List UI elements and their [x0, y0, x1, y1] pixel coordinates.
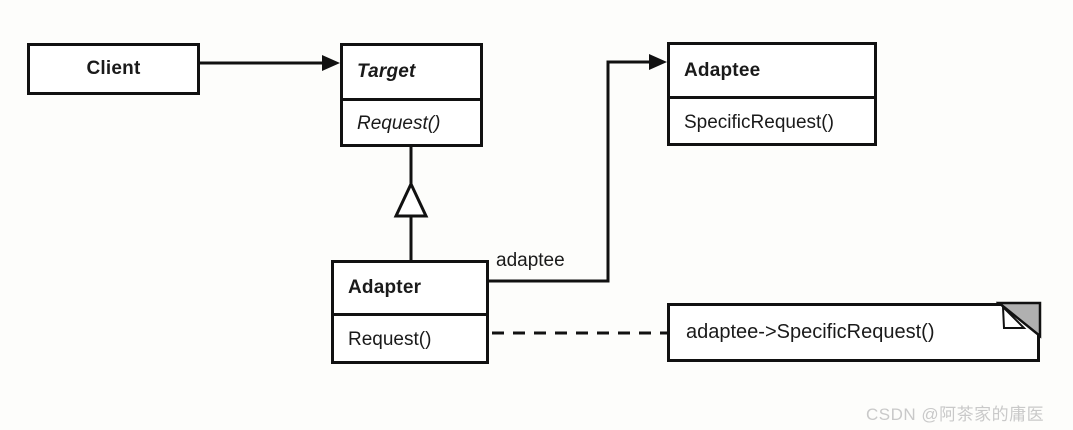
class-name-row: Adaptee	[670, 45, 874, 96]
note-adaptee-call[interactable]: adaptee->SpecificRequest()	[667, 303, 1040, 362]
class-box-adapter[interactable]: Adapter Request()	[331, 260, 489, 364]
class-operations-row: Request()	[343, 98, 480, 147]
class-name-row: Target	[343, 46, 480, 98]
operation-target-request: Request()	[357, 113, 441, 134]
class-box-client[interactable]: Client	[27, 43, 200, 95]
edge-client-to-target	[200, 55, 340, 71]
class-name-adaptee: Adaptee	[684, 59, 761, 81]
watermark-text: CSDN @阿茶家的庸医	[866, 405, 1045, 424]
class-name-row: Adapter	[334, 263, 486, 313]
edge-label-adaptee: adaptee	[496, 250, 565, 271]
note-text: adaptee->SpecificRequest()	[686, 321, 935, 343]
class-box-target[interactable]: Target Request()	[340, 43, 483, 147]
class-operations-row: Request()	[334, 313, 486, 364]
class-name-client: Client	[86, 58, 141, 79]
class-name-target: Target	[357, 61, 416, 82]
edge-adapter-to-adaptee	[489, 54, 667, 283]
edge-adapter-to-target	[393, 147, 429, 260]
class-name-adapter: Adapter	[348, 277, 422, 298]
operation-adaptee-specificrequest: SpecificRequest()	[684, 111, 834, 133]
class-operations-row: SpecificRequest()	[670, 96, 874, 146]
class-name-row: Client	[30, 46, 197, 92]
operation-adapter-request: Request()	[348, 329, 432, 350]
class-box-adaptee[interactable]: Adaptee SpecificRequest()	[667, 42, 877, 146]
